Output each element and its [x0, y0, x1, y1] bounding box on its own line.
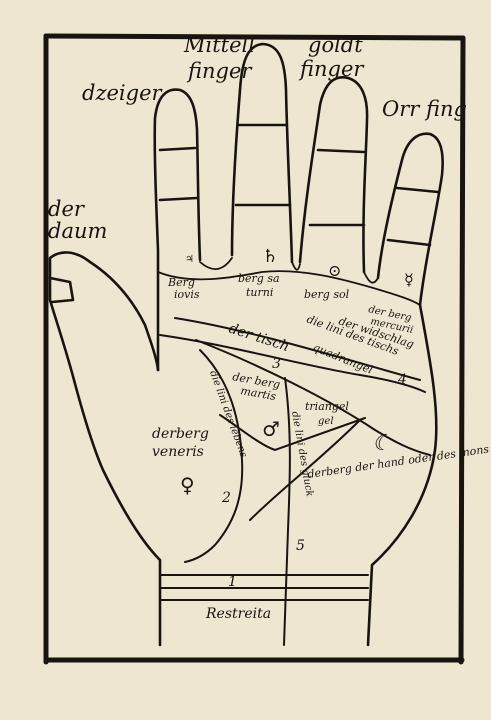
- label-martis-2: martis: [239, 384, 277, 403]
- venus-symbol-icon: ♀: [180, 473, 195, 497]
- label-sol: berg sol: [304, 288, 350, 301]
- jupiter-symbol-icon: ♃: [185, 254, 194, 265]
- label-veneris-2: veneris: [152, 444, 204, 460]
- mars-symbol-icon: ♂: [262, 417, 280, 441]
- palm-lines: [159, 317, 431, 646]
- saturn-symbol-icon: ♄: [262, 246, 278, 267]
- label-triangel-2: gel: [318, 416, 334, 427]
- label-saturni-1: berg sa: [238, 272, 280, 285]
- sun-symbol-icon: ⊙: [328, 261, 341, 280]
- label-triangel-1: triangel: [305, 400, 349, 413]
- label-gold-finger-1: goldt: [308, 33, 363, 57]
- label-jovis-1: Berg: [167, 276, 195, 289]
- label-mittel-finger-2: finger: [186, 59, 253, 83]
- hand-outline: [48, 42, 444, 647]
- page-frame: [43, 33, 466, 665]
- number-5: 5: [296, 538, 305, 554]
- label-mittel-finger-1: Mittell: [183, 33, 255, 57]
- label-saturni-2: turni: [246, 286, 273, 299]
- number-3: 3: [272, 356, 281, 372]
- label-restreita: Restreita: [205, 606, 271, 622]
- label-gold-finger-2: finger: [298, 57, 365, 81]
- number-4: 4: [397, 372, 407, 388]
- label-veneris-1: derberg: [152, 426, 209, 442]
- label-daum-2: daum: [48, 219, 107, 243]
- mercury-symbol-icon: ☿: [404, 270, 414, 289]
- moon-symbol-icon: ☾: [372, 431, 392, 456]
- number-1: 1: [228, 574, 237, 590]
- label-daum-1: der: [48, 197, 86, 221]
- label-orr-finger: Orr fing: [382, 97, 467, 121]
- label-jovis-2: iovis: [174, 288, 200, 301]
- number-2: 2: [221, 490, 231, 506]
- label-zeiger-finger: dzeiger: [82, 81, 164, 105]
